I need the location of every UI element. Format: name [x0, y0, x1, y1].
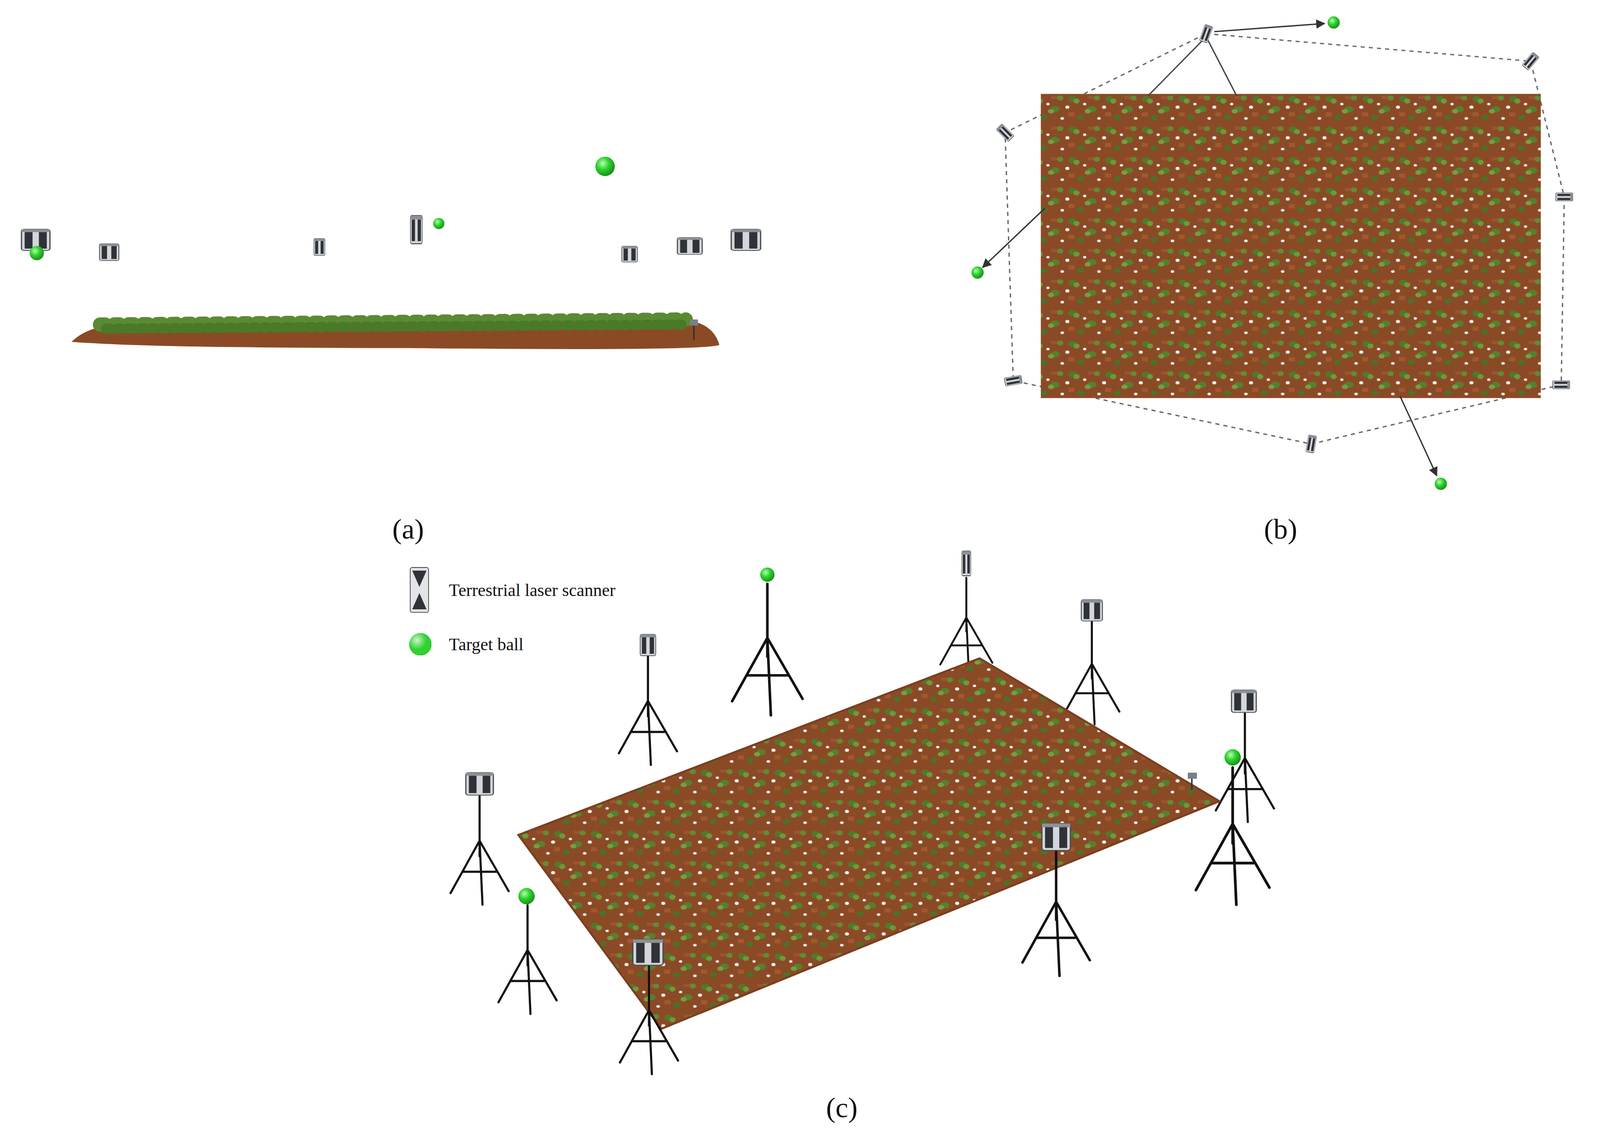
tripod	[498, 904, 557, 1014]
ground	[71, 321, 720, 350]
top-view	[971, 16, 1573, 491]
field	[518, 658, 1220, 1029]
tripod	[450, 796, 509, 905]
target-ball	[29, 245, 44, 261]
target-ball	[1224, 748, 1242, 766]
scanner-icon	[1041, 823, 1071, 851]
scanner-icon	[1552, 380, 1570, 389]
crop-canopy	[106, 324, 682, 329]
target-ball	[433, 217, 445, 229]
tripod	[732, 583, 803, 716]
tripod	[1195, 767, 1270, 905]
legend-swatch	[409, 632, 432, 656]
target-ball	[1327, 16, 1340, 29]
scanner-icon	[1305, 435, 1317, 453]
legend-text: Target ball	[448, 633, 524, 655]
scanner-icon	[1231, 689, 1257, 713]
target-ball	[518, 887, 535, 905]
scanner-icon	[677, 237, 703, 255]
target-ball	[760, 567, 775, 582]
scan-route	[1005, 33, 1565, 444]
scanner-icon	[961, 550, 972, 576]
scan-ray	[1400, 395, 1437, 476]
scanner-icon	[410, 215, 423, 244]
scanner-icon	[633, 938, 664, 965]
target-ball	[595, 156, 615, 176]
scanner-icon	[1004, 374, 1023, 386]
panel-label: (a)	[392, 512, 425, 545]
scanner-icon	[1521, 51, 1539, 71]
scan-ray	[1147, 36, 1207, 97]
scanner-icon	[465, 772, 494, 795]
post	[1187, 772, 1198, 779]
legend-scanner-sample	[410, 567, 429, 613]
scanner-icon	[99, 243, 119, 261]
field	[1040, 93, 1541, 398]
tripod	[1215, 713, 1275, 822]
panel-label: (b)	[1264, 512, 1298, 545]
tripod	[1022, 849, 1091, 976]
scanner-icon	[731, 229, 761, 251]
scanner-icon	[1199, 24, 1213, 44]
post	[689, 319, 699, 326]
tripod	[619, 965, 679, 1074]
perspective-view	[450, 550, 1275, 1074]
scan-ray	[1206, 36, 1238, 97]
scanner-icon	[621, 246, 638, 262]
side-view	[21, 156, 761, 350]
panel-label: (c)	[825, 1091, 858, 1124]
scanner-icon	[313, 238, 325, 256]
scanner-icon	[1555, 192, 1573, 202]
scan-ray	[1214, 23, 1325, 32]
scanner-icon	[1081, 599, 1103, 621]
tripod	[618, 655, 678, 765]
target-ball	[971, 266, 984, 279]
target-ball	[1434, 477, 1448, 491]
legend-text: Terrestrial laser scanner	[448, 579, 616, 600]
scan-ray	[982, 208, 1045, 268]
scanner-icon	[996, 123, 1015, 142]
tripod	[1064, 621, 1120, 725]
scanner-icon	[640, 634, 656, 656]
post	[693, 324, 695, 340]
